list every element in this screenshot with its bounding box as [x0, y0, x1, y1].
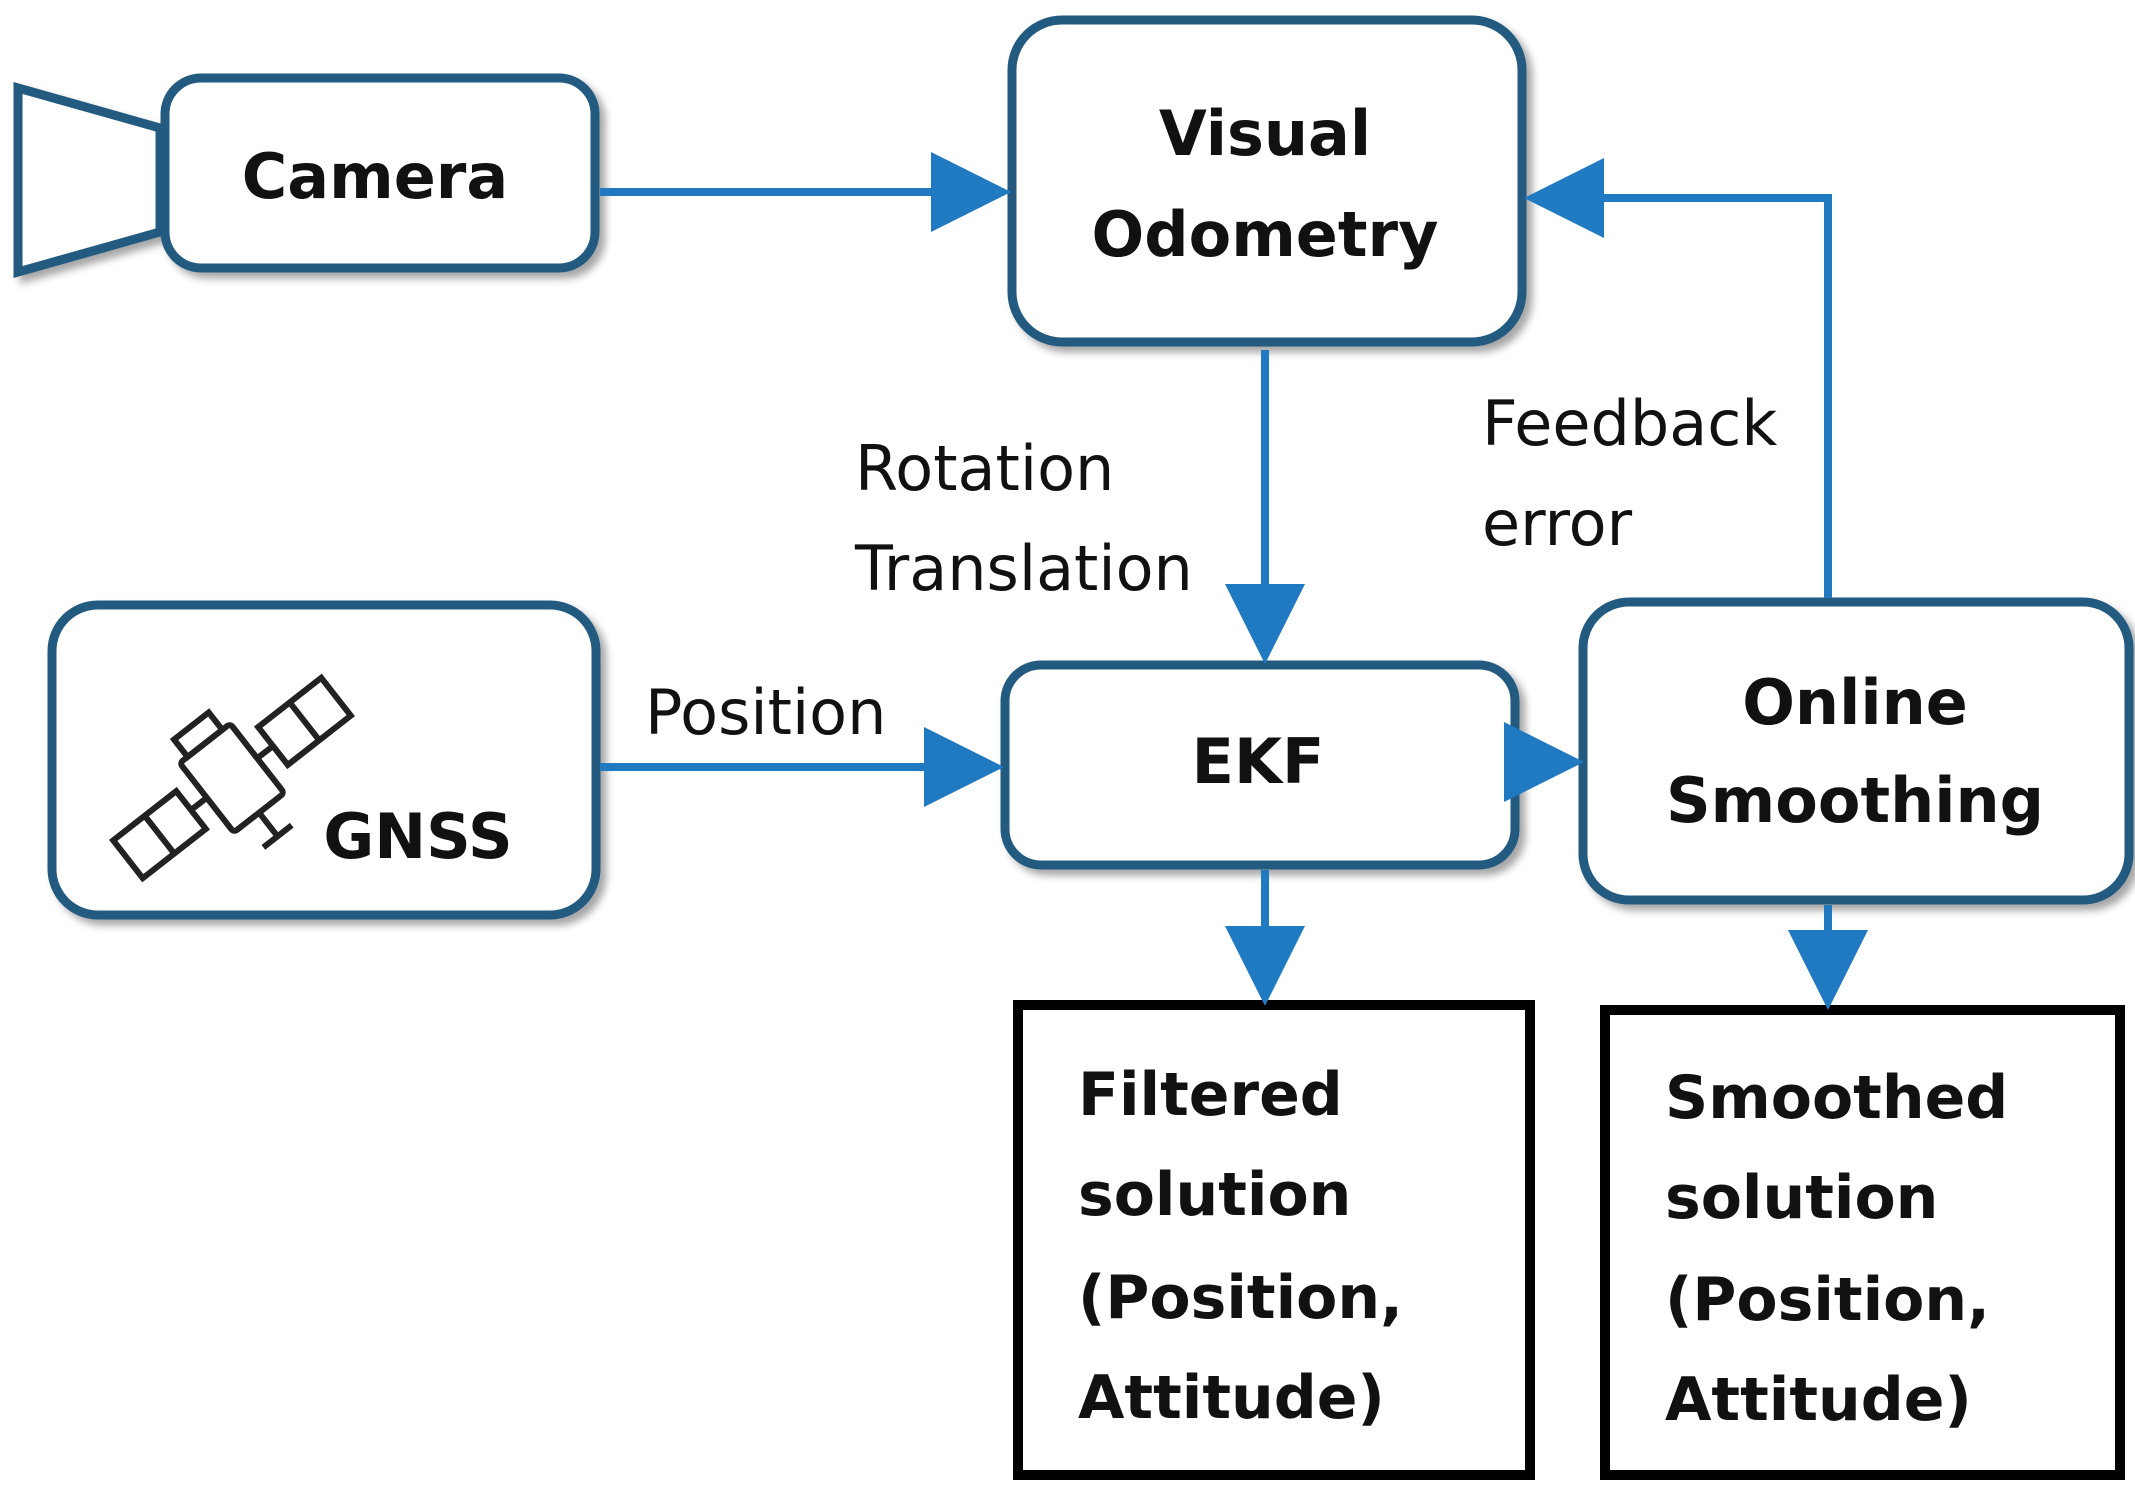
- edge-label-feedback: Feedback: [1482, 387, 1777, 460]
- camera-node: Camera: [160, 73, 600, 273]
- filtered-solution-line2: solution: [1078, 1160, 1351, 1230]
- edge-label-rotation: Rotation: [855, 432, 1114, 505]
- edge-feedback-to-vo: [1524, 158, 1832, 598]
- edge-label-translation: Translation: [854, 532, 1193, 605]
- smoothed-solution-line2: solution: [1665, 1163, 1938, 1233]
- filtered-solution-node: Filtered solution (Position, Attitude): [1013, 1000, 1535, 1480]
- online-smoothing-node: Online Smoothing: [1578, 597, 2134, 905]
- smoothed-solution-line3: (Position,: [1665, 1265, 1990, 1335]
- visual-odometry-label-line1: Visual: [1159, 97, 1371, 170]
- smoothed-solution-node: Smoothed solution (Position, Attitude): [1600, 1005, 2125, 1480]
- online-smoothing-label-line2: Smoothing: [1666, 764, 2044, 837]
- ekf-node: EKF: [1000, 660, 1520, 870]
- video-camera-icon: [13, 82, 165, 278]
- filtered-solution-line3: (Position,: [1078, 1263, 1403, 1333]
- visual-odometry-label-line2: Odometry: [1092, 198, 1439, 271]
- gnss-node: GNSS: [47, 600, 601, 920]
- online-smoothing-label-line1: Online: [1742, 666, 1968, 739]
- visual-odometry-node: Visual Odometry: [1007, 15, 1527, 347]
- camera-label: Camera: [242, 140, 508, 213]
- ekf-label: EKF: [1192, 725, 1325, 798]
- smoothed-solution-line4: Attitude): [1665, 1365, 1972, 1435]
- filtered-solution-line4: Attitude): [1078, 1363, 1385, 1433]
- gnss-label: GNSS: [323, 800, 512, 873]
- satellite-icon: [108, 673, 356, 883]
- edge-label-position: Position: [645, 676, 886, 749]
- filtered-solution-line1: Filtered: [1078, 1060, 1343, 1130]
- smoothed-solution-line1: Smoothed: [1665, 1063, 2008, 1133]
- edge-label-error: error: [1482, 487, 1633, 560]
